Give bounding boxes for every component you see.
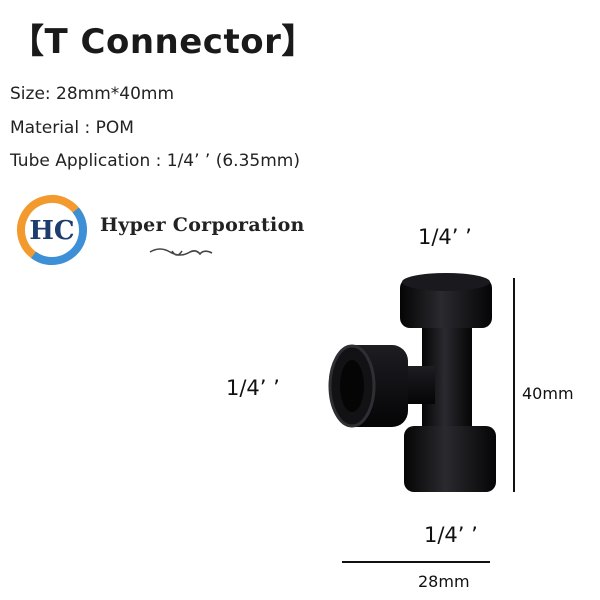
spec-material: Material : POM bbox=[10, 118, 134, 138]
brand-name: Hyper Corporation bbox=[100, 214, 305, 236]
top-port-label: 1/4’ ’ bbox=[418, 225, 472, 249]
fitting-top-opening bbox=[402, 273, 490, 291]
height-label: 40mm bbox=[522, 384, 574, 403]
spec-tube-application: Tube Application : 1/4’ ’ (6.35mm) bbox=[10, 151, 300, 171]
brand-logo: HC bbox=[17, 194, 213, 265]
side-port-label: 1/4’ ’ bbox=[226, 376, 280, 400]
bottom-port-label: 1/4’ ’ bbox=[424, 523, 478, 547]
logo-flourish-icon bbox=[149, 248, 213, 256]
logo-initials: HC bbox=[29, 216, 74, 246]
spec-size: Size: 28mm*40mm bbox=[10, 84, 175, 104]
fitting-top-collet bbox=[400, 278, 492, 328]
product-title: 【T Connector】 bbox=[10, 22, 316, 62]
fitting-side-bore bbox=[340, 360, 364, 412]
fitting-bottom-collet bbox=[404, 426, 496, 492]
width-label: 28mm bbox=[418, 572, 470, 591]
